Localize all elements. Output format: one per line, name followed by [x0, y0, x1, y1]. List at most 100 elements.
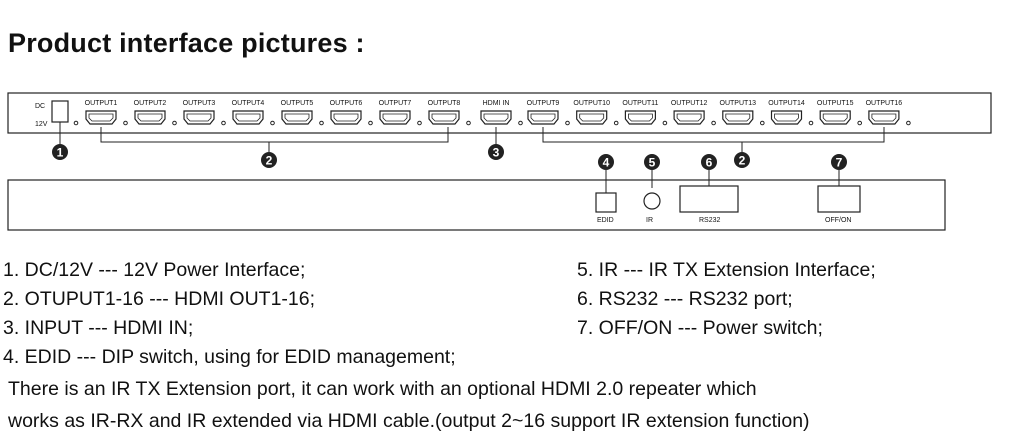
callout-7 [831, 154, 847, 170]
output-port-7-label: OUTPUT7 [379, 100, 412, 107]
output-port-3-inner [186, 113, 212, 122]
output-port-10-label: OUTPUT10 [573, 100, 610, 107]
callout-1 [52, 144, 68, 160]
output-port-7 [379, 110, 411, 125]
output-port-16 [868, 110, 900, 125]
screw-hole [711, 120, 716, 126]
output-port-11 [624, 110, 656, 125]
hdmi-in-port-label: HDMI IN [483, 100, 510, 107]
callout-3 [488, 144, 504, 160]
edid-label: EDID [597, 217, 614, 224]
note-line-1: There is an IR TX Extension port, it can… [8, 378, 757, 400]
output-port-6-label: OUTPUT6 [330, 100, 363, 107]
screw-hole [466, 120, 471, 126]
output-port-15-inner [822, 113, 848, 122]
screw-hole [613, 120, 619, 126]
output-port-9-inner [530, 113, 556, 122]
output-port-13 [722, 110, 754, 125]
output-port-10-inner [579, 113, 605, 122]
bracket-lines [59, 122, 885, 152]
callout-2b-label: 2 [739, 154, 746, 168]
screw-hole [73, 120, 79, 126]
offon-label: OFF/ON [825, 217, 851, 224]
screw-hole [518, 120, 523, 126]
output-port-14 [770, 110, 803, 125]
callout-6-label: 6 [706, 156, 713, 170]
screw-hole [906, 120, 911, 126]
page-title: Product interface pictures : [8, 28, 365, 58]
callout-7-label: 7 [836, 156, 843, 170]
output-port-1 [85, 110, 117, 125]
hdmi-in-port-inner [483, 113, 509, 122]
desc-dc12v: 1. DC/12V --- 12V Power Interface; [3, 259, 306, 281]
output-port-12-inner [676, 113, 702, 122]
output-port-16-inner [871, 113, 897, 122]
callout-2a [261, 152, 277, 168]
screw-hole [760, 120, 765, 126]
hdmi-ports: OUTPUT1 OUTPUT2 OUTPUT3 OUTPUT4 OUTPUT5 OUTPU… [85, 100, 911, 126]
output-port-9-label: OUTPUT9 [527, 100, 560, 107]
callout-6 [701, 154, 717, 170]
output-port-5 [281, 110, 313, 125]
screw-hole [172, 120, 177, 126]
screw-hole [662, 120, 668, 126]
callout-4 [598, 154, 614, 170]
screw-hole [319, 120, 324, 126]
output-port-4-label: OUTPUT4 [232, 100, 265, 107]
output-port-15 [819, 110, 851, 125]
output-port-7-inner [382, 113, 408, 122]
screw-hole [565, 120, 570, 126]
back-panel [7, 179, 946, 231]
output-port-3 [183, 110, 215, 125]
edid-switch [595, 192, 617, 213]
output-port-15-label: OUTPUT15 [817, 100, 854, 107]
desc-ir: 5. IR --- IR TX Extension Interface; [577, 259, 876, 281]
ir-jack [643, 192, 661, 210]
screw-hole [808, 120, 814, 126]
output-port-12 [673, 110, 705, 125]
output-port-6 [330, 110, 362, 125]
output-port-10 [576, 110, 608, 125]
output-port-1-inner [88, 113, 114, 122]
desc-offon: 7. OFF/ON --- Power switch; [577, 317, 823, 339]
output-port-2-label: OUTPUT2 [134, 100, 167, 107]
output-port-4 [232, 110, 264, 125]
hdmi-in-port [480, 110, 512, 125]
screw-hole [270, 120, 275, 126]
dc-label-12v: 12V [35, 121, 48, 128]
output-port-8-inner [431, 113, 457, 122]
callout-3-label: 3 [493, 146, 500, 160]
output-port-8 [428, 110, 460, 125]
output-port-5-inner [284, 113, 310, 122]
bracket-outputs-1-8 [100, 127, 449, 143]
callout-2a-label: 2 [266, 154, 273, 168]
output-port-2 [134, 110, 166, 125]
screw-hole [857, 120, 863, 126]
callout-5 [644, 154, 660, 170]
output-port-4-inner [235, 113, 261, 122]
callout-2b [734, 152, 750, 168]
output-port-12-label: OUTPUT12 [671, 100, 708, 107]
output-port-14-label: OUTPUT14 [768, 100, 805, 107]
callout-1-label: 1 [57, 146, 64, 160]
ir-label: IR [646, 217, 653, 224]
output-port-16-label: OUTPUT16 [866, 100, 903, 107]
output-port-3-label: OUTPUT3 [183, 100, 216, 107]
output-port-5-label: OUTPUT5 [281, 100, 314, 107]
output-port-8-label: OUTPUT8 [428, 100, 461, 107]
screw-hole [221, 120, 226, 126]
desc-edid: 4. EDID --- DIP switch, using for EDID m… [3, 346, 456, 368]
screw-hole [368, 120, 373, 126]
desc-input: 3. INPUT --- HDMI IN; [3, 317, 194, 339]
output-port-14-inner [774, 113, 799, 122]
power-switch [817, 185, 861, 213]
dc-label: DC [35, 103, 45, 110]
output-port-13-inner [725, 113, 751, 122]
output-port-1-label: OUTPUT1 [85, 100, 118, 107]
note-line-2: works as IR-RX and IR extended via HDMI … [8, 410, 810, 432]
bracket-outputs-9-16 [542, 127, 885, 143]
rs232-port [679, 185, 739, 213]
output-port-9 [527, 110, 559, 125]
back-leaders [605, 170, 840, 193]
